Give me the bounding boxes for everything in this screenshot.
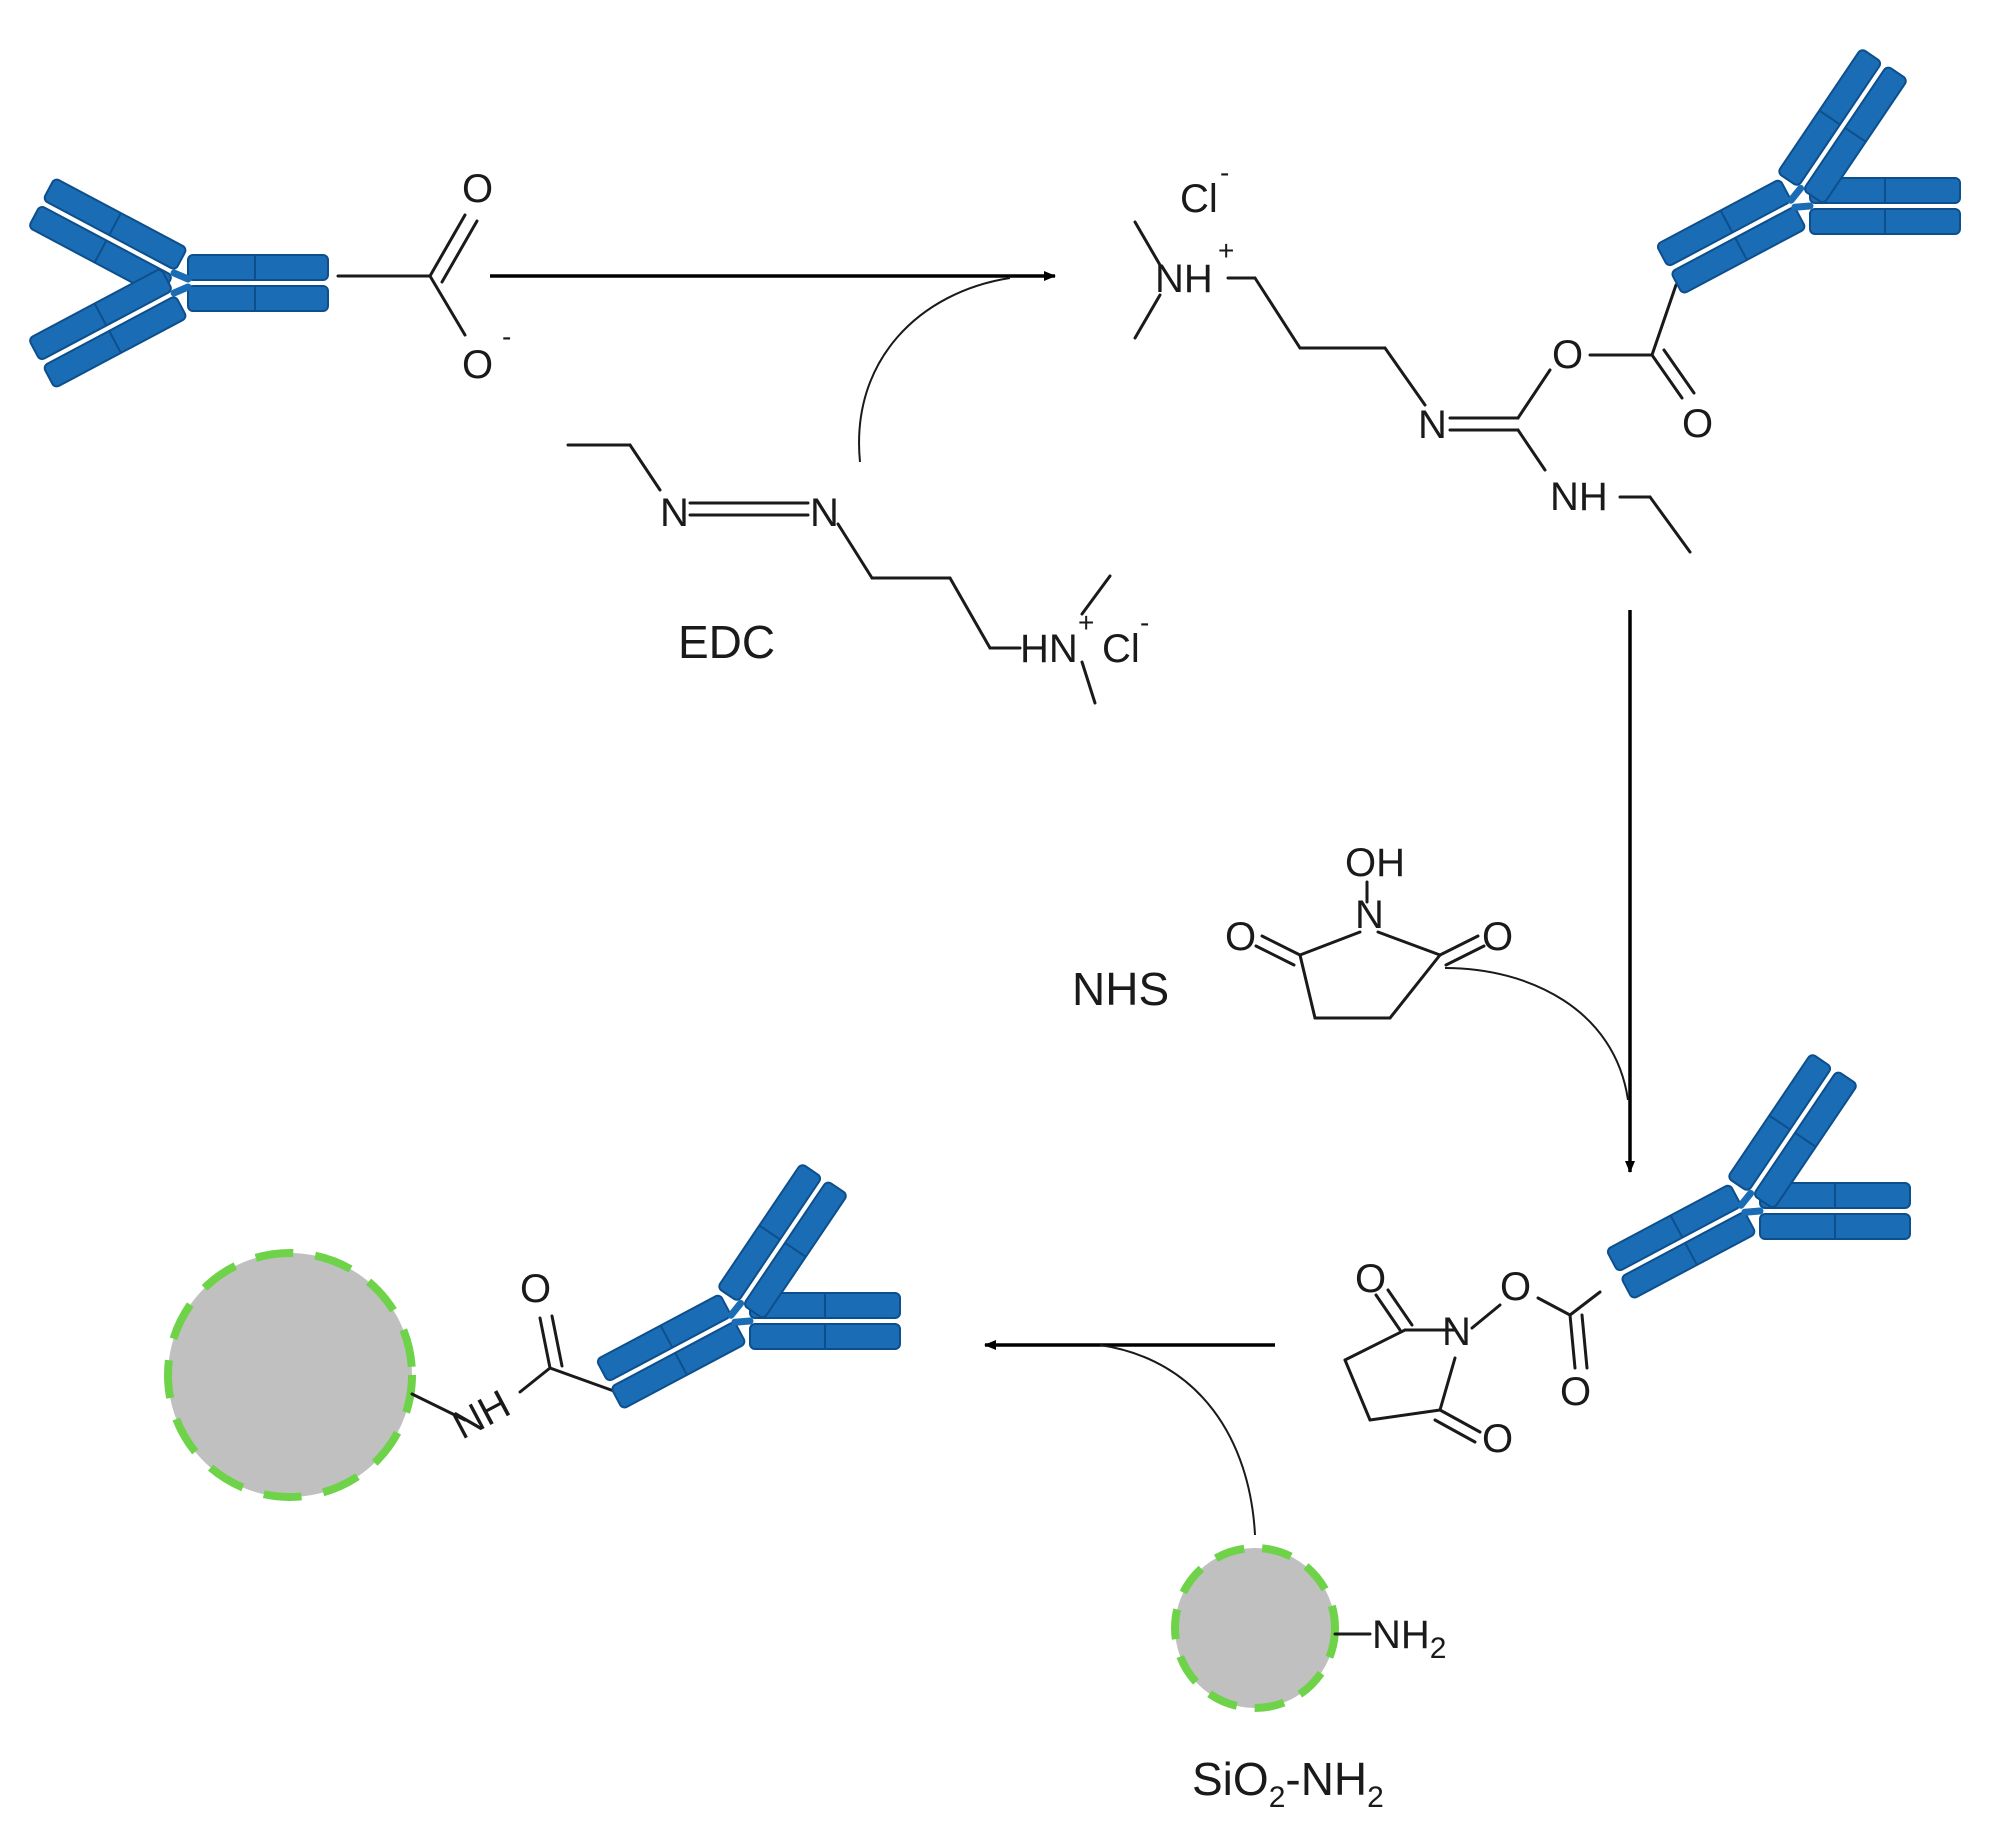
nhs-ester-oxygen-bottom-label: O <box>1482 1417 1513 1461</box>
edc-molecule: N N HN + Cl - EDC <box>566 443 1149 705</box>
silica-amine-group-label: NH2 <box>1372 1613 1446 1665</box>
intermediate-chloride-label: Cl <box>1180 177 1218 221</box>
conjugate-carbonyl-oxygen-label: O <box>520 1267 551 1311</box>
carboxylate-oxygen-label: O <box>462 343 493 387</box>
silica-amine-bead: NH2 SiO2-NH2 <box>1171 1544 1446 1814</box>
conjugate-amide-label: NH <box>446 1382 518 1448</box>
silica-bead-large <box>164 1249 416 1501</box>
intermediate-amine-label: NH <box>1550 475 1608 519</box>
silica-name-label: SiO2-NH2 <box>1192 1753 1384 1814</box>
intermediate-imine-nitrogen-label: N <box>1418 403 1447 447</box>
antibody-silica-conjugate: O NH <box>164 1151 923 1501</box>
nhs-entry-curve <box>1444 967 1629 1101</box>
intermediate-ester-oxygen-label: O <box>1552 333 1583 377</box>
intermediate-ammonium-label: NH <box>1155 257 1213 301</box>
intermediate-carbonyl-oxygen-label: O <box>1682 402 1713 446</box>
carboxylate-charge-label: - <box>502 321 511 352</box>
edc-ammonium-charge: + <box>1078 607 1094 638</box>
antibody-carboxylate: O O - <box>28 167 511 388</box>
intermediate-ammonium-charge: + <box>1218 235 1234 266</box>
nhs-molecule: OH N O O NHS <box>1072 841 1513 1020</box>
nhs-oxygen-right-label: O <box>1482 915 1513 959</box>
nhs-ester-antibody: O N O O O <box>1343 1041 1933 1461</box>
edc-entry-curve <box>858 277 1011 463</box>
edc-nitrogen-2-label: N <box>810 491 839 535</box>
edc-ammonium-label: HN <box>1020 627 1078 671</box>
nhs-oxygen-left-label: O <box>1225 915 1256 959</box>
nhs-ester-carbonyl-oxygen-label: O <box>1560 1370 1591 1414</box>
edc-name-label: EDC <box>678 616 775 668</box>
nhs-ester-oxygen-top-label: O <box>1355 1257 1386 1301</box>
edc-chloride-charge: - <box>1140 607 1149 638</box>
silica-entry-curve <box>1099 1344 1256 1536</box>
o-acylisourea-intermediate: Cl - NH + N O O NH <box>1133 36 1983 554</box>
nhs-hydroxyl-label: OH <box>1345 841 1405 885</box>
edc-chloride-label: Cl <box>1102 627 1140 671</box>
edc-nitrogen-1-label: N <box>660 491 689 535</box>
nhs-name-label: NHS <box>1072 963 1169 1015</box>
carbonyl-oxygen-label: O <box>462 167 493 211</box>
nhs-nitrogen-label: N <box>1355 893 1384 937</box>
nhs-ester-oxygen-link-label: O <box>1500 1265 1531 1309</box>
intermediate-chloride-charge: - <box>1220 157 1229 188</box>
nhs-ester-nitrogen-label: N <box>1442 1310 1471 1354</box>
silica-bead-small <box>1171 1544 1339 1712</box>
